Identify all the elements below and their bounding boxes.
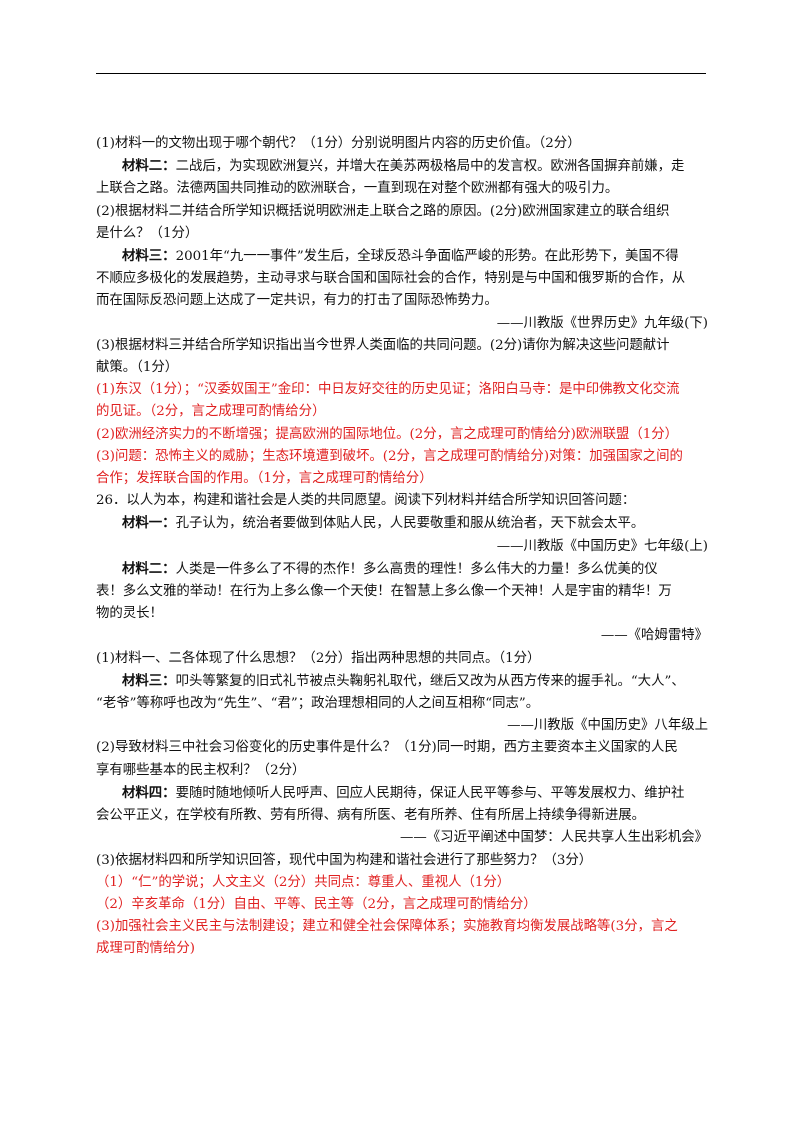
question-1-3-cont: 献策。（1分） bbox=[96, 360, 179, 376]
material-two-source: ——《哈姆雷特》 bbox=[600, 628, 708, 644]
question-1-2: (2)根据材料二并结合所学知识概括说明欧洲走上联合之路的原因。(2分)欧洲国家建… bbox=[96, 203, 670, 219]
material-2: 材料二：二战后，为实现欧洲复兴，并增大在美苏两极格局中的发言权。欧洲各国摒弃前嫌… bbox=[96, 155, 708, 178]
material-four-text: 要随时随地倾听人民呼声、回应人民期待，保证人民平等参与、平等发展权力、维护社 bbox=[175, 785, 685, 801]
material-3-text-cont-2: 而在国际反恐问题上达成了一定共识，有力的打击了国际恐怖势力。 bbox=[96, 293, 498, 309]
material-one-label: 材料一： bbox=[122, 515, 176, 532]
material-3-text-cont: 不顺应多极化的发展趋势，主动寻求与联合国和国际社会的合作，特别是与中国和俄罗斯的… bbox=[96, 271, 686, 287]
answer-1-2: (2)欧洲经济实力的不断增强；提高欧洲的国际地位。(2分，言之成理可酌情给分)欧… bbox=[96, 426, 679, 442]
question-26-3: (3)依据材料四和所学知识回答，现代中国为构建和谐社会进行了那些努力？（3分） bbox=[96, 852, 593, 868]
material-one-text: 孔子认为，统治者要做到体贴人民，人民要敬重和服从统治者，天下就会太平。 bbox=[175, 516, 645, 532]
answer-1-3: (3)问题：恐怖主义的威胁；生态环境遭到破坏。(2分，言之成理可酌情给分)对策：… bbox=[96, 448, 683, 464]
material-three-source: ——川教版《中国历史》八年级上 bbox=[507, 718, 708, 734]
material-two: 材料二：人类是一件多么了不得的杰作！多么高贵的理性！多么伟大的力量！多么优美的仪 bbox=[96, 558, 708, 581]
material-two-text-cont: 表！多么文雅的举动！在行为上多么像一个天使！在智慧上多么像一个天神！人是宇宙的精… bbox=[96, 584, 672, 600]
document-body: (1)材料一的文物出现于哪个朝代？（1分）分别说明图片内容的历史价值。（2分） … bbox=[96, 133, 708, 961]
answer-26-3-cont: 成理可酌情给分) bbox=[96, 941, 195, 957]
question-1-1: (1)材料一的文物出现于哪个朝代？（1分）分别说明图片内容的历史价值。（2分） bbox=[96, 136, 581, 151]
material-3-text: 2001年“九一一事件”发生后，全球反恐斗争面临严峻的形势。在此形势下，美国不得 bbox=[175, 249, 679, 265]
question-26-2: (2)导致材料三中社会习俗变化的历史事件是什么？（1分)同一时期，西方主要资本主… bbox=[96, 740, 678, 756]
header-rule bbox=[96, 73, 706, 74]
material-3-source: ——川教版《世界历史》九年级(下) bbox=[496, 315, 708, 331]
answer-1-1: (1)东汉（1分）；“汉委奴国王”金印：中日友好交往的历史见证；洛阳白马寺：是中… bbox=[96, 382, 680, 398]
answer-26-1: （1）“仁”的学说；人文主义（2分）共同点：尊重人、重视人（1分） bbox=[96, 874, 511, 890]
material-four-label: 材料四： bbox=[122, 784, 176, 801]
material-two-text-cont-2: 物的灵长！ bbox=[96, 606, 163, 622]
material-three-text-cont: “老爷”等称呼也改为“先生”、“君”；政治理想相同的人之间互相称“同志”。 bbox=[96, 696, 540, 712]
question-26-1: (1)材料一、二各体现了什么思想？（2分）指出两种思想的共同点。（1分） bbox=[96, 650, 541, 666]
answer-26-2: （2）辛亥革命（1分）自由、平等、民主等（2分，言之成理可酌情给分） bbox=[96, 896, 537, 912]
material-3-label: 材料三： bbox=[122, 248, 176, 265]
answer-1-1-cont: 的见证。（2分，言之成理可酌情给分） bbox=[96, 404, 326, 420]
material-two-text: 人类是一件多么了不得的杰作！多么高贵的理性！多么伟大的力量！多么优美的仪 bbox=[175, 561, 658, 577]
question-26-intro: 26．以人为本，构建和谐社会是人类的共同愿望。阅读下列材料并结合所学知识回答问题… bbox=[96, 493, 636, 509]
material-one: 材料一：孔子认为，统治者要做到体贴人民，人民要敬重和服从统治者，天下就会太平。 bbox=[96, 512, 708, 535]
question-1-3: (3)根据材料三并结合所学知识指出当今世界人类面临的共同问题。(2分)请你为解决… bbox=[96, 337, 670, 353]
material-2-label: 材料二： bbox=[122, 158, 176, 175]
question-1-2-cont: 是什么？（1分） bbox=[96, 225, 199, 241]
material-three-label: 材料三： bbox=[122, 672, 176, 689]
material-2-text: 二战后，为实现欧洲复兴，并增大在美苏两极格局中的发言权。欧洲各国摒弃前嫌，走 bbox=[175, 159, 685, 175]
question-26-2-cont: 享有哪些基本的民主权利？（2分） bbox=[96, 762, 306, 778]
material-three-text: 叩头等繁复的旧式礼节被点头鞠躬礼取代，继后又改为从西方传来的握手礼。“大人”、 bbox=[175, 673, 685, 689]
material-four-text-cont: 会公平正义，在学校有所教、劳有所得、病有所医、老有所养、住有所居上持续争得新进展… bbox=[96, 808, 646, 824]
answer-1-3-cont: 合作；发挥联合国的作用。（1分，言之成理可酌情给分） bbox=[96, 471, 433, 487]
material-3: 材料三：2001年“九一一事件”发生后，全球反恐斗争面临严峻的形势。在此形势下，… bbox=[96, 245, 708, 268]
answer-26-3: (3)加强社会主义民主与法制建设；建立和健全社会保障体系；实施教育均衡发展战略等… bbox=[96, 919, 678, 935]
material-four-source: ——《习近平阐述中国梦：人民共享人生出彩机会》 bbox=[400, 830, 708, 846]
material-2-text-cont: 上联合之路。法德两国共同推动的欧洲联合，一直到现在对整个欧洲都有强大的吸引力。 bbox=[96, 181, 619, 197]
material-three: 材料三：叩头等繁复的旧式礼节被点头鞠躬礼取代，继后又改为从西方传来的握手礼。“大… bbox=[96, 670, 708, 693]
material-four: 材料四：要随时随地倾听人民呼声、回应人民期待，保证人民平等参与、平等发展权力、维… bbox=[96, 782, 708, 805]
material-two-label: 材料二： bbox=[122, 560, 176, 577]
material-one-source: ——川教版《中国历史》七年级(上) bbox=[496, 538, 708, 554]
